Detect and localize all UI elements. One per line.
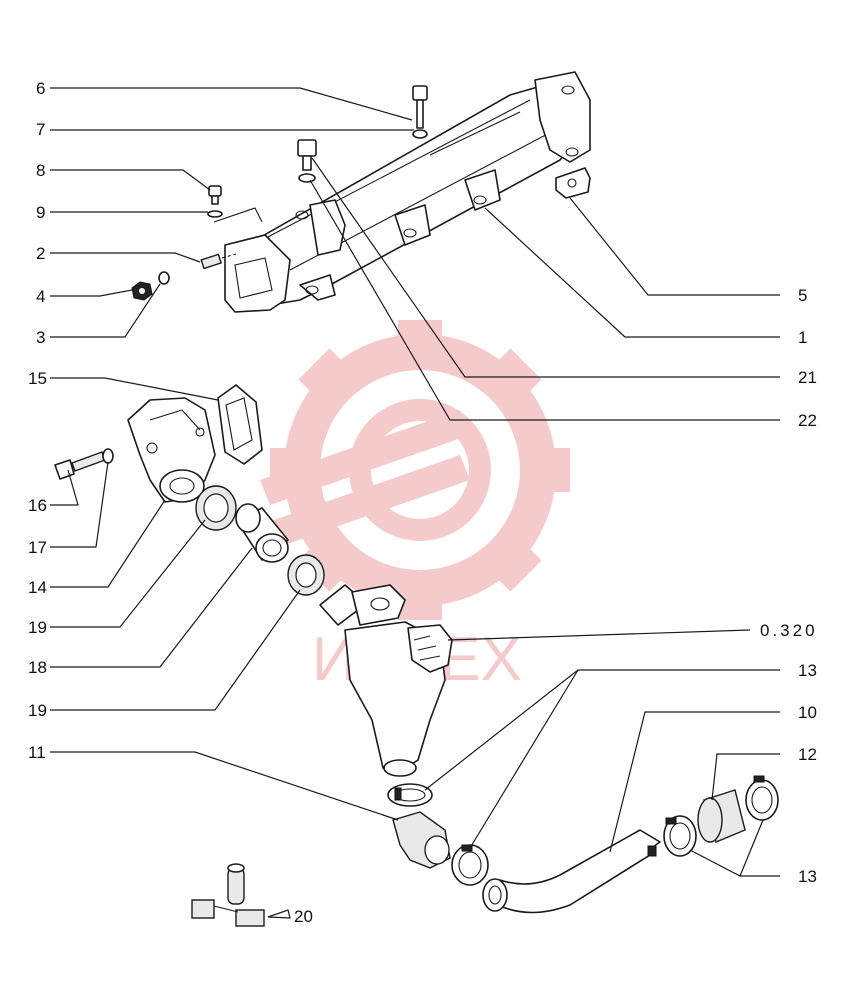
label-10: 10 bbox=[798, 703, 817, 722]
clamp-part-13-lower-left bbox=[663, 815, 697, 857]
seal-ring-part-19-upper bbox=[195, 485, 237, 531]
label-14: 14 bbox=[28, 578, 47, 597]
bolt-part-6 bbox=[412, 85, 428, 129]
label-6: 6 bbox=[36, 79, 45, 98]
washer-part-3 bbox=[158, 271, 170, 285]
clamp-part-13-lower-right bbox=[745, 775, 779, 821]
label-9: 9 bbox=[36, 203, 45, 222]
label-19-upper: 19 bbox=[28, 618, 47, 637]
bolt-part-8 bbox=[208, 185, 222, 205]
kit-part-20 bbox=[191, 863, 291, 927]
hose-part-12 bbox=[697, 789, 746, 843]
label-15: 15 bbox=[28, 369, 47, 388]
label-5: 5 bbox=[798, 286, 807, 305]
clamp-part-13-middle bbox=[451, 844, 489, 886]
watermark-gear-logo bbox=[260, 320, 570, 620]
gasket-part-15 bbox=[217, 384, 263, 465]
manifold-part-1 bbox=[224, 71, 591, 313]
label-4: 4 bbox=[36, 287, 45, 306]
washer-part-17 bbox=[102, 448, 114, 464]
washer-part-22 bbox=[298, 173, 316, 183]
seal-ring-part-19-lower bbox=[287, 554, 325, 596]
thermostat-housing-part-14 bbox=[127, 397, 216, 503]
label-19-lower: 19 bbox=[28, 701, 47, 720]
label-12: 12 bbox=[798, 745, 817, 764]
label-13-upper: 13 bbox=[798, 661, 817, 680]
label-11: 11 bbox=[28, 743, 46, 762]
label-8: 8 bbox=[36, 161, 45, 180]
label-17: 17 bbox=[28, 538, 47, 557]
washer-part-9 bbox=[207, 210, 223, 218]
hose-elbow-part-11 bbox=[392, 811, 451, 869]
label-20: 20 bbox=[294, 907, 313, 926]
label-21: 21 bbox=[798, 368, 817, 387]
pipe-part-10 bbox=[482, 829, 661, 914]
sleeve-part-18 bbox=[235, 503, 289, 563]
callout-labels: 6 7 8 9 2 4 3 5 1 21 22 15 16 17 14 19 1… bbox=[28, 79, 818, 926]
label-16: 16 bbox=[28, 496, 47, 515]
gasket-part-5 bbox=[555, 167, 591, 199]
bolt-part-16 bbox=[54, 451, 106, 480]
label-2: 2 bbox=[36, 244, 45, 263]
clamp-part-13-upper bbox=[387, 783, 433, 807]
label-13-lower: 13 bbox=[798, 867, 817, 886]
label-1: 1 bbox=[798, 328, 807, 347]
label-18: 18 bbox=[28, 658, 47, 677]
washer-part-7 bbox=[412, 129, 428, 139]
label-22: 22 bbox=[798, 411, 817, 430]
stud-part-2 bbox=[200, 253, 222, 270]
bolt-part-21 bbox=[297, 139, 317, 171]
label-3: 3 bbox=[36, 328, 45, 347]
water-pump-assembly-0320 bbox=[319, 584, 453, 777]
leader-lines bbox=[50, 87, 780, 877]
bracket-line bbox=[213, 207, 263, 223]
nut-part-4 bbox=[131, 281, 153, 301]
label-7: 7 bbox=[36, 120, 45, 139]
label-0320: 0.320 bbox=[760, 621, 818, 640]
